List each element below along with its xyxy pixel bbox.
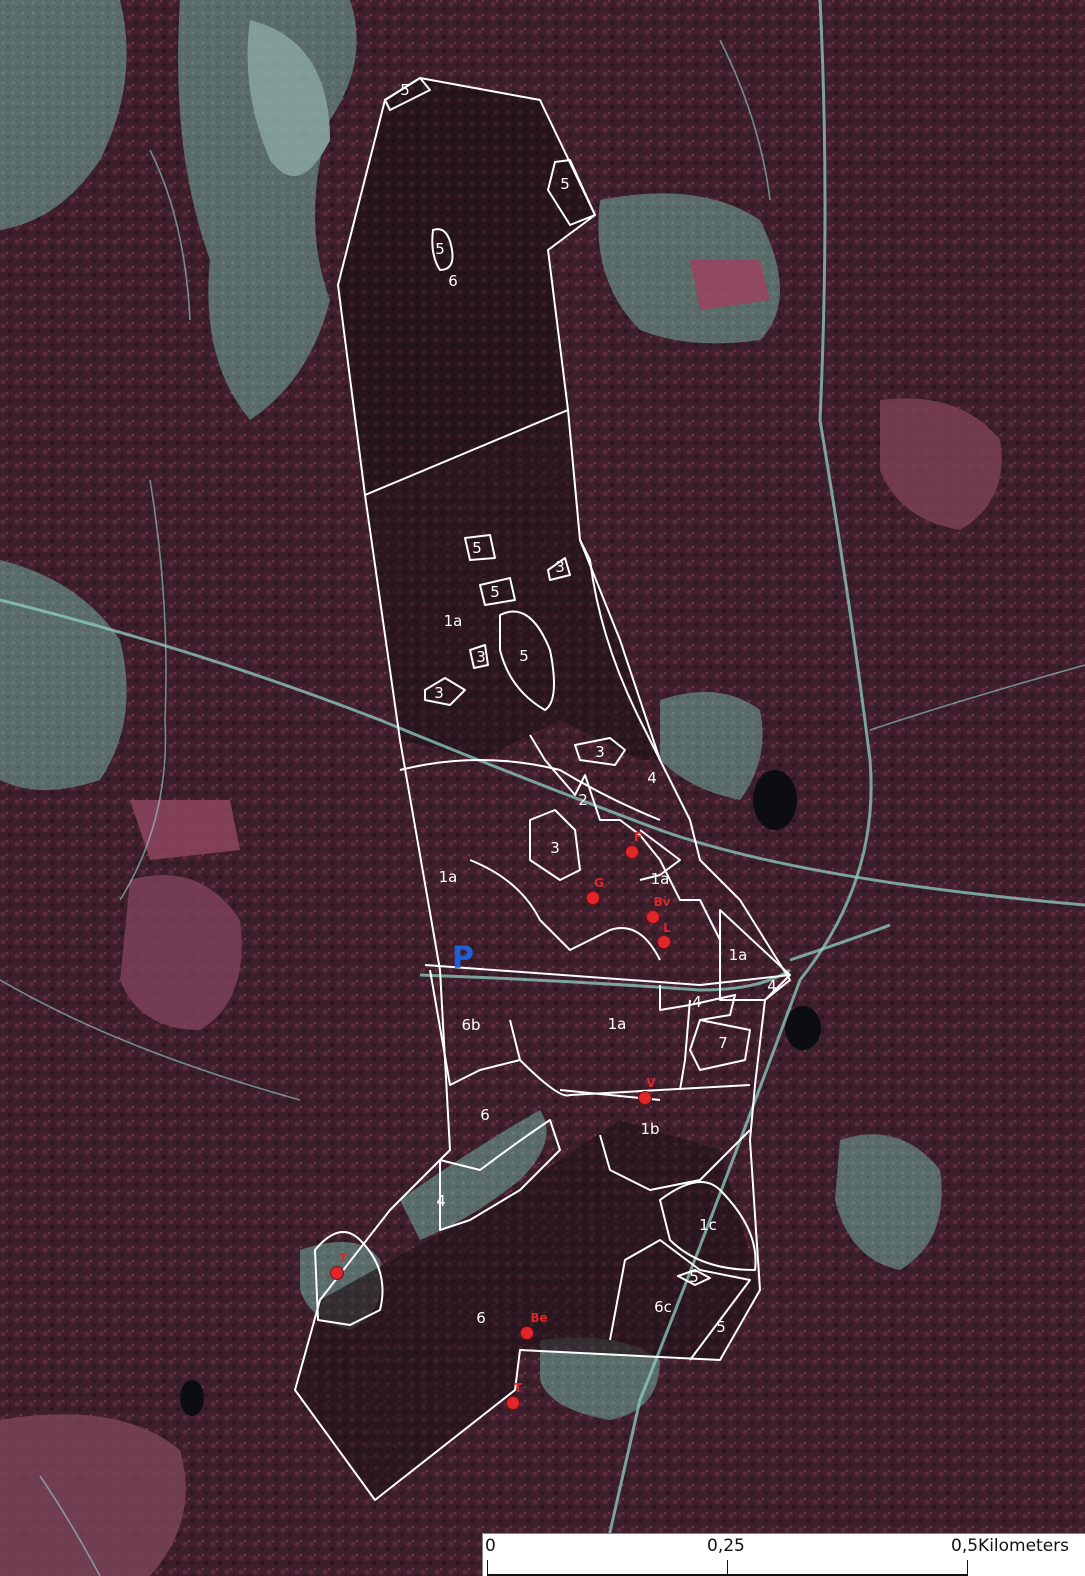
zone-label: 5 bbox=[560, 175, 570, 193]
zone-label: 6 bbox=[448, 272, 458, 290]
zone-label: 5 bbox=[472, 539, 482, 557]
zone-label: 1b bbox=[640, 1120, 659, 1138]
poi-label: L bbox=[663, 921, 671, 935]
zone-label: 3 bbox=[550, 839, 560, 857]
poi-marker[interactable]: Be bbox=[520, 1311, 548, 1340]
poi-label: V bbox=[646, 1076, 656, 1090]
zone-label: 3 bbox=[555, 558, 565, 576]
zone-label: 6 bbox=[480, 1106, 490, 1124]
scale-unit-label: Kilometers bbox=[978, 1536, 1070, 1556]
poi-label: Be bbox=[530, 1311, 547, 1325]
poi-label: T bbox=[514, 1381, 523, 1395]
zone-label: 2 bbox=[578, 791, 588, 809]
scale-tick-end bbox=[967, 1560, 968, 1576]
poi-marker[interactable]: T bbox=[506, 1381, 523, 1410]
parking-label: P bbox=[452, 941, 474, 976]
scale-label-end: 0,5 bbox=[951, 1536, 979, 1556]
poi-label: F bbox=[634, 830, 642, 844]
zone-label: 4 bbox=[647, 769, 657, 787]
zone-label: 1a bbox=[608, 1015, 627, 1033]
zone-label: 5 bbox=[689, 1268, 699, 1286]
zone-label: 5 bbox=[435, 240, 445, 258]
zone-label: 3 bbox=[434, 684, 444, 702]
poi-marker[interactable]: L bbox=[657, 921, 672, 949]
scale-label-start: 0 bbox=[485, 1536, 496, 1556]
zone-label: 1a bbox=[651, 870, 670, 888]
poi-marker[interactable]: G bbox=[586, 876, 604, 905]
poi-marker[interactable]: F bbox=[625, 830, 643, 859]
scale-line bbox=[487, 1574, 967, 1576]
zone-label: 7 bbox=[718, 1034, 728, 1052]
zone-label: 1a bbox=[444, 612, 463, 630]
zone-label: 1a bbox=[729, 946, 748, 964]
scale-label-mid: 0,25 bbox=[707, 1536, 745, 1556]
zone-label: 6b bbox=[461, 1016, 480, 1034]
poi-marker[interactable]: V bbox=[638, 1076, 657, 1105]
zone-label: 4 bbox=[436, 1192, 446, 1210]
zone-label: 5 bbox=[716, 1318, 726, 1336]
zone-label: 1c bbox=[699, 1216, 717, 1234]
zone-label: 5 bbox=[400, 81, 410, 99]
zone-label: 3 bbox=[595, 743, 605, 761]
scale-tick-start bbox=[487, 1560, 488, 1576]
zone-label: 4 bbox=[767, 977, 777, 995]
poi-label: Bv bbox=[654, 895, 671, 909]
poi-label: T bbox=[339, 1251, 348, 1265]
scale-bar: 0 0,25 0,5Kilometers bbox=[482, 1533, 1085, 1576]
poi-marker[interactable]: T bbox=[330, 1251, 348, 1280]
zone-label: 1a bbox=[439, 868, 458, 886]
zone-label: 4 bbox=[692, 993, 702, 1011]
poi-label: G bbox=[594, 876, 604, 890]
zone-label: 6c bbox=[654, 1298, 672, 1316]
zone-label: 3 bbox=[476, 648, 486, 666]
scale-label-end-group: 0,5Kilometers bbox=[951, 1536, 1069, 1556]
zone-label: 5 bbox=[490, 583, 500, 601]
scale-tick-mid bbox=[727, 1560, 728, 1576]
zone-label: 5 bbox=[519, 647, 529, 665]
zone-label: 6 bbox=[476, 1309, 486, 1327]
poi-marker[interactable]: Bv bbox=[646, 895, 671, 924]
